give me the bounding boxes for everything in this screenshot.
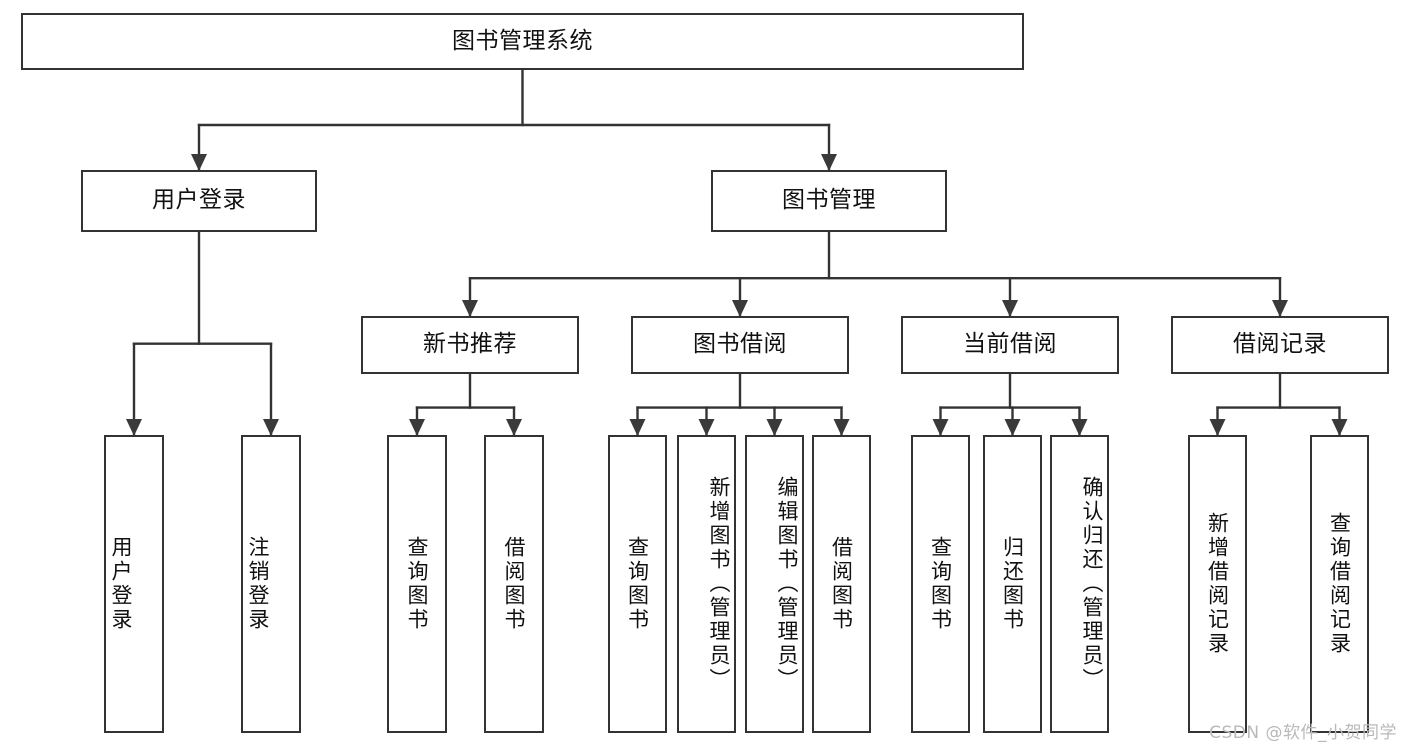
node-label: 用户登录 [152, 187, 246, 214]
node-leaf-query-book-c[interactable]: 查询图书 [911, 435, 970, 733]
node-book-borrow[interactable]: 图书借阅 [631, 316, 849, 374]
arrowhead [409, 419, 425, 436]
node-label: 编辑图书（管理员） [775, 476, 799, 692]
node-new-book-rec[interactable]: 新书推荐 [361, 316, 579, 374]
arrowhead [1209, 419, 1226, 436]
node-label: 确认归还（管理员） [1080, 476, 1104, 692]
node-label: 借阅图书 [829, 536, 854, 632]
node-label: 查询图书 [928, 536, 953, 632]
node-leaf-add-record[interactable]: 新增借阅记录 [1188, 435, 1247, 733]
arrowhead [462, 300, 478, 317]
arrowhead [821, 154, 837, 171]
node-label: 用户登录 [109, 536, 133, 632]
node-root[interactable]: 图书管理系统 [21, 13, 1024, 70]
node-leaf-logout[interactable]: 注销登录 [241, 435, 301, 733]
arrowhead [732, 300, 748, 317]
node-label: 注销登录 [246, 536, 270, 632]
node-label: 图书管理 [782, 187, 876, 214]
node-label: 借阅记录 [1233, 331, 1327, 358]
node-leaf-user-login[interactable]: 用户登录 [104, 435, 164, 733]
arrowhead [191, 154, 207, 171]
node-user-login[interactable]: 用户登录 [81, 170, 317, 232]
node-label: 图书借阅 [693, 331, 787, 358]
node-label: 归还图书 [1000, 536, 1025, 632]
arrowhead [629, 419, 646, 436]
node-leaf-confirm-return[interactable]: 确认归还（管理员） [1050, 435, 1109, 733]
arrowhead [1002, 300, 1018, 317]
arrowhead [1004, 419, 1021, 436]
arrowhead [1272, 300, 1288, 317]
node-leaf-query-book-a[interactable]: 查询图书 [387, 435, 447, 733]
node-label: 查询图书 [625, 536, 650, 632]
node-leaf-return-book[interactable]: 归还图书 [983, 435, 1042, 733]
node-label: 图书管理系统 [452, 27, 593, 54]
node-label: 借阅图书 [502, 536, 526, 632]
node-label: 新增图书（管理员） [707, 476, 731, 692]
node-borrow-record[interactable]: 借阅记录 [1171, 316, 1389, 374]
node-label: 新增借阅记录 [1205, 512, 1230, 656]
node-label: 当前借阅 [963, 331, 1057, 358]
node-book-manage[interactable]: 图书管理 [711, 170, 947, 232]
node-leaf-add-book[interactable]: 新增图书（管理员） [677, 435, 736, 733]
arrowhead [126, 419, 142, 436]
node-leaf-borrow-book-a[interactable]: 借阅图书 [484, 435, 544, 733]
arrowhead [1071, 419, 1088, 436]
node-leaf-query-record[interactable]: 查询借阅记录 [1310, 435, 1369, 733]
node-label: 查询借阅记录 [1327, 512, 1352, 656]
node-leaf-query-book-b[interactable]: 查询图书 [608, 435, 667, 733]
node-leaf-borrow-book-b[interactable]: 借阅图书 [812, 435, 871, 733]
node-label: 新书推荐 [423, 331, 517, 358]
arrowhead [698, 419, 715, 436]
node-current-borrow[interactable]: 当前借阅 [901, 316, 1119, 374]
arrowhead [263, 419, 279, 436]
node-label: 查询图书 [405, 536, 429, 632]
arrowhead [506, 419, 522, 436]
arrowhead [932, 419, 949, 436]
arrowhead [766, 419, 783, 436]
node-leaf-edit-book[interactable]: 编辑图书（管理员） [745, 435, 804, 733]
arrowhead [833, 419, 850, 436]
arrowhead [1331, 419, 1348, 436]
